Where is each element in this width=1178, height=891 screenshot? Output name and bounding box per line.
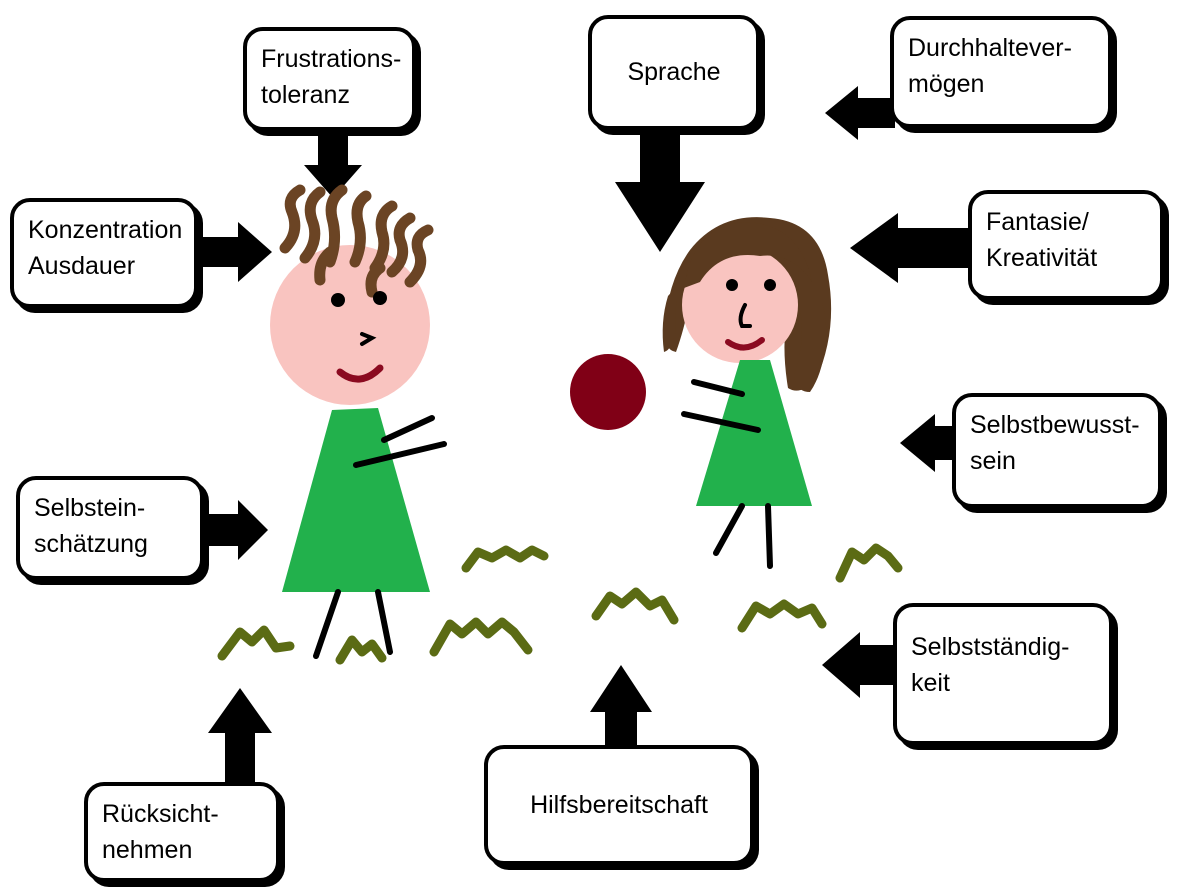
boy-dress — [282, 408, 430, 592]
boy-right-eye — [373, 291, 387, 305]
grass-tuft — [835, 543, 903, 583]
boy-arms — [353, 415, 447, 468]
label-line: Rücksicht- — [102, 800, 219, 828]
grass-tuft — [737, 599, 827, 633]
boy-hair — [279, 184, 434, 298]
label-concentration: Konzentration Ausdauer — [10, 198, 198, 308]
label-language: Sprache — [588, 15, 760, 130]
arrow-concentration-right — [198, 222, 272, 282]
girl-arms — [681, 379, 761, 433]
boy-left-eye — [331, 293, 345, 307]
label-fantasy-creativity: Fantasie/ Kreativität — [968, 190, 1164, 300]
girl-hair-left — [662, 274, 688, 352]
girl-right-eye — [764, 279, 776, 291]
arrow-language-down — [615, 130, 705, 252]
girl-hair-right — [794, 270, 827, 392]
label-line: mögen — [908, 70, 985, 99]
boy-figure — [270, 184, 447, 659]
arrow-self-confidence-left — [900, 414, 958, 472]
label-helpfulness: Hilfsbereitschaft — [484, 745, 754, 865]
label-independence: Selbstständig- keit — [893, 603, 1113, 745]
label-line: Kreativität — [986, 244, 1098, 273]
grass-tuft — [591, 587, 679, 625]
label-consideration: Rücksicht- nehmen — [84, 782, 280, 882]
label-line: nehmen — [102, 836, 193, 865]
girl-hair-top — [684, 222, 812, 288]
girl-mouth — [725, 337, 765, 351]
label-line: Ausdauer — [28, 252, 136, 281]
arrow-perseverance-left — [825, 86, 895, 140]
label-line: Durchhaltever- — [908, 34, 1072, 62]
arrow-consideration-up — [208, 688, 272, 782]
girl-head — [682, 247, 798, 363]
label-line: sein — [970, 447, 1016, 476]
boy-nose — [360, 332, 377, 346]
boy-legs — [313, 589, 393, 659]
girl-left-eye — [726, 279, 738, 291]
arrow-self-assessment-right — [205, 500, 268, 560]
label-line: Selbstein- — [34, 494, 146, 522]
arrows — [198, 86, 968, 782]
label-line: Selbstbewusst- — [970, 411, 1140, 439]
girl-figure — [662, 217, 832, 569]
label-self-confidence: Selbstbewusst- sein — [952, 393, 1162, 508]
label-line: Konzentration — [28, 216, 183, 244]
grass-tuft — [217, 625, 295, 661]
grass-tuft — [335, 635, 387, 665]
boy-head — [270, 245, 430, 405]
arrow-fantasy-left — [850, 213, 968, 283]
girl-legs — [713, 503, 773, 569]
label-frustration-tolerance: Frustrations- toleranz — [243, 27, 416, 131]
arrow-independence-left — [822, 632, 895, 698]
grass-tuft — [461, 545, 549, 573]
label-line: Hilfsbereitschaft — [530, 790, 708, 819]
grass-tuft — [429, 617, 533, 657]
label-line: Frustrations- — [261, 45, 402, 73]
arrow-frustration-down — [304, 132, 362, 198]
arrow-helpfulness-up — [590, 665, 652, 748]
label-line: Fantasie/ — [986, 208, 1089, 236]
ball — [570, 354, 646, 430]
boy-mouth — [336, 364, 384, 383]
label-self-assessment: Selbstein- schätzung — [16, 476, 204, 580]
label-line: keit — [911, 669, 950, 698]
label-perseverance: Durchhaltever- mögen — [890, 16, 1112, 128]
label-line: toleranz — [261, 81, 350, 110]
label-line: Sprache — [627, 58, 721, 87]
label-line: schätzung — [34, 530, 148, 559]
girl-nose — [738, 303, 752, 328]
grass-tufts — [217, 543, 903, 665]
label-line: Selbstständig- — [911, 633, 1070, 661]
girl-dress — [696, 360, 812, 506]
